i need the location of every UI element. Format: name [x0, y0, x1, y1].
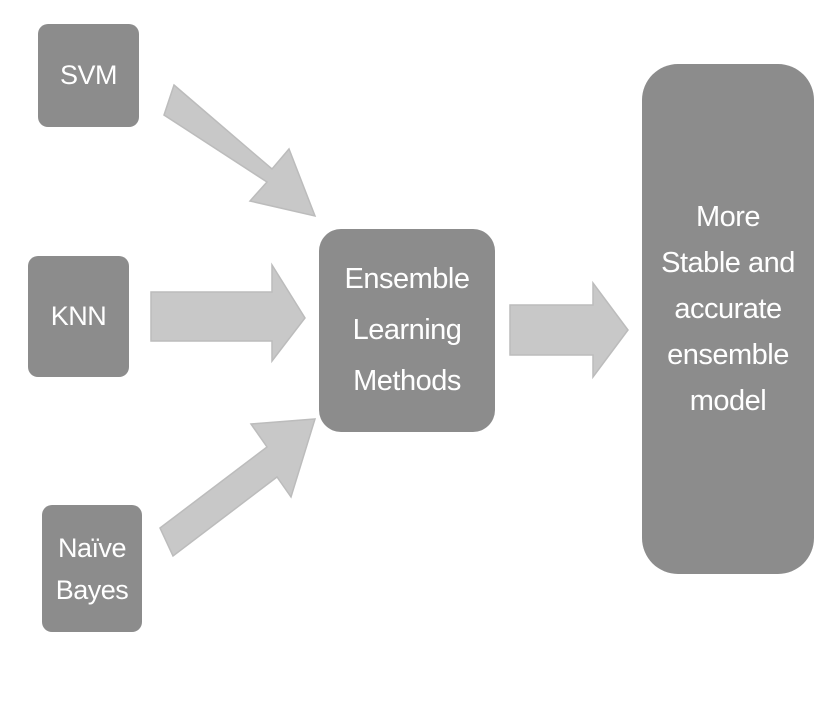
- arrow-ensemble-to-output: [509, 280, 629, 380]
- arrow-naive-bayes-to-ensemble: [159, 418, 317, 558]
- node-naive-bayes-label: Naïve Bayes: [55, 532, 129, 605]
- arrow-svm-to-ensemble: [163, 83, 317, 218]
- node-output-label: More Stable and accurate ensemble model: [661, 201, 795, 417]
- node-ensemble-learning-methods: Ensemble Learning Methods: [319, 229, 495, 432]
- node-svm: SVM: [38, 24, 139, 127]
- node-ensemble-label: Ensemble Learning Methods: [344, 263, 470, 397]
- node-ensemble-model-output: More Stable and accurate ensemble model: [642, 64, 814, 574]
- arrow-knn-to-ensemble: [150, 262, 306, 364]
- node-knn-label: KNN: [50, 301, 107, 331]
- node-svm-label: SVM: [59, 60, 118, 90]
- node-naive-bayes: Naïve Bayes: [42, 505, 142, 632]
- node-knn: KNN: [28, 256, 129, 377]
